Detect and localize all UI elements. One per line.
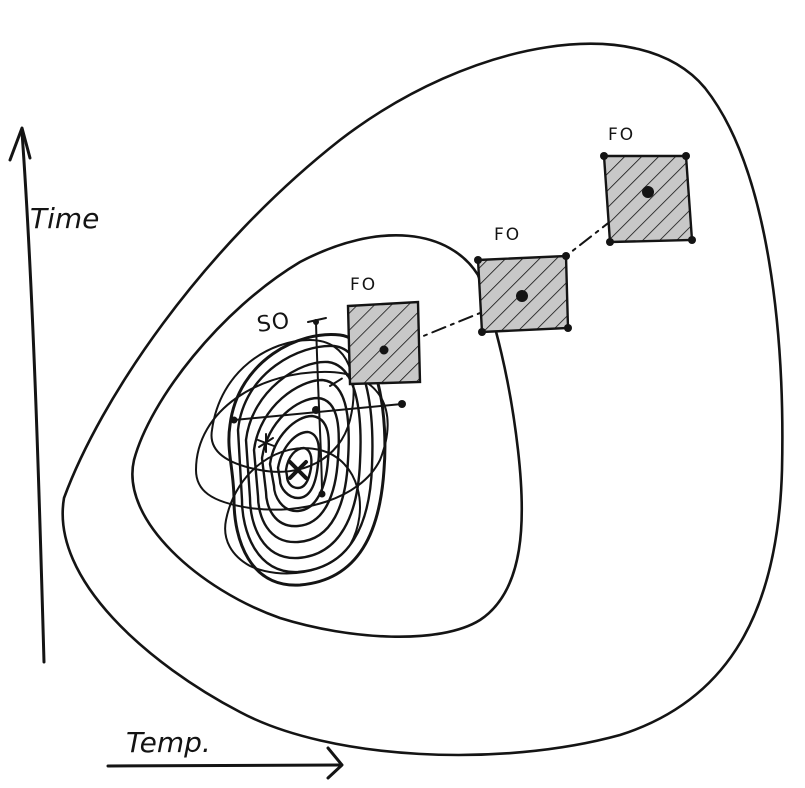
inner-contour [131,234,524,639]
y-axis-label: Time [30,202,99,235]
time-axis [8,126,46,664]
fo-patch-3 [600,152,696,246]
fo-patch-1 [346,300,422,386]
so-contour-cluster [195,332,389,587]
fo-patch-2 [474,252,572,336]
x-axis-label: Temp. [126,726,211,759]
fo-label-3: FO [608,125,635,145]
so-design-points [230,317,406,498]
outer-envelope-contour [61,42,784,757]
temperature-axis [106,746,344,780]
so-label: SO [255,309,291,338]
fo-label-2: FO [494,225,521,245]
fo-label-1: FO [350,275,377,295]
